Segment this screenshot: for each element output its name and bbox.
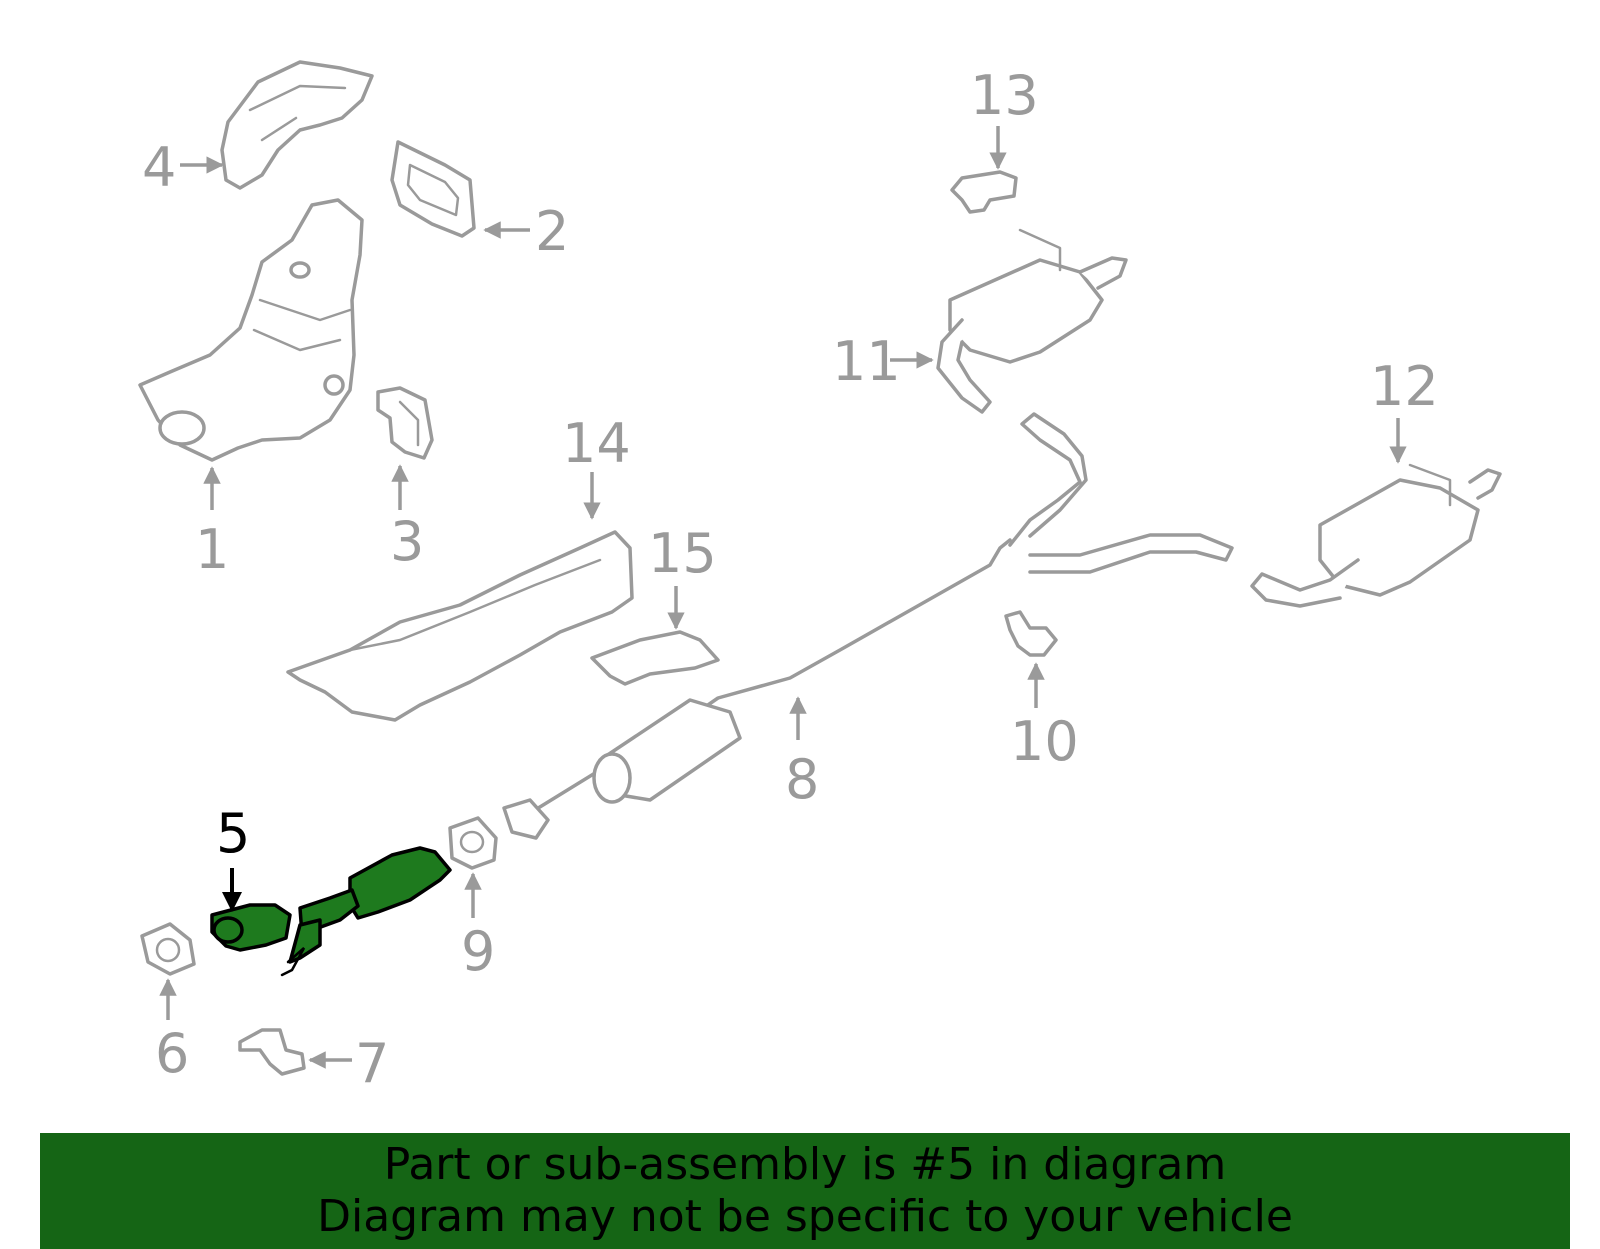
part-9-gasket[interactable]	[448, 816, 498, 870]
part-12-muffler[interactable]	[1250, 463, 1502, 608]
callout-13: 13	[970, 64, 1039, 170]
svg-text:7: 7	[355, 1032, 389, 1095]
svg-text:4: 4	[142, 136, 176, 199]
banner-line-2: Diagram may not be specific to your vehi…	[317, 1191, 1293, 1242]
callout-8: 8	[785, 696, 819, 811]
svg-text:9: 9	[461, 920, 495, 983]
callout-9: 9	[461, 872, 495, 983]
svg-text:5: 5	[216, 802, 250, 865]
callout-5: 5	[216, 802, 250, 912]
callout-1: 1	[195, 466, 229, 581]
part-3-bracket[interactable]	[376, 386, 434, 460]
callout-7: 7	[308, 1032, 389, 1095]
part-7-bracket[interactable]	[238, 1028, 306, 1076]
part-10-bracket[interactable]	[1004, 610, 1058, 657]
svg-text:6: 6	[155, 1022, 189, 1085]
info-banner: Part or sub-assembly is #5 in diagram Di…	[40, 1133, 1570, 1249]
svg-text:11: 11	[832, 330, 901, 393]
svg-text:1: 1	[195, 518, 229, 581]
callout-4: 4	[142, 136, 224, 199]
callout-12: 12	[1370, 355, 1439, 464]
part-14-heat-shield[interactable]	[286, 530, 634, 722]
part-11-muffler[interactable]	[936, 228, 1128, 414]
svg-text:14: 14	[562, 412, 631, 475]
part-4-heat-shield[interactable]	[220, 60, 374, 190]
part-8-intermediate-pipe[interactable]	[502, 412, 1234, 840]
part-6-gasket[interactable]	[140, 922, 196, 976]
svg-text:10: 10	[1010, 710, 1079, 773]
callout-2: 2	[483, 200, 569, 263]
callout-15: 15	[648, 522, 717, 630]
svg-text:2: 2	[535, 200, 569, 263]
callout-3: 3	[390, 464, 424, 573]
svg-text:12: 12	[1370, 355, 1439, 418]
banner-line-1: Part or sub-assembly is #5 in diagram	[383, 1139, 1227, 1190]
part-1-exhaust-manifold[interactable]	[138, 198, 364, 462]
svg-text:13: 13	[970, 64, 1039, 127]
callout-10: 10	[1010, 662, 1079, 773]
svg-text:8: 8	[785, 748, 819, 811]
callout-11: 11	[832, 330, 934, 393]
svg-text:3: 3	[390, 510, 424, 573]
part-5-front-pipe-converter[interactable]	[210, 846, 452, 977]
callout-14: 14	[562, 412, 631, 520]
part-15-heat-shield[interactable]	[590, 630, 720, 686]
svg-text:15: 15	[648, 522, 717, 585]
callout-6: 6	[155, 978, 189, 1085]
part-13-hanger[interactable]	[950, 170, 1018, 214]
part-2-gasket[interactable]	[390, 140, 476, 238]
